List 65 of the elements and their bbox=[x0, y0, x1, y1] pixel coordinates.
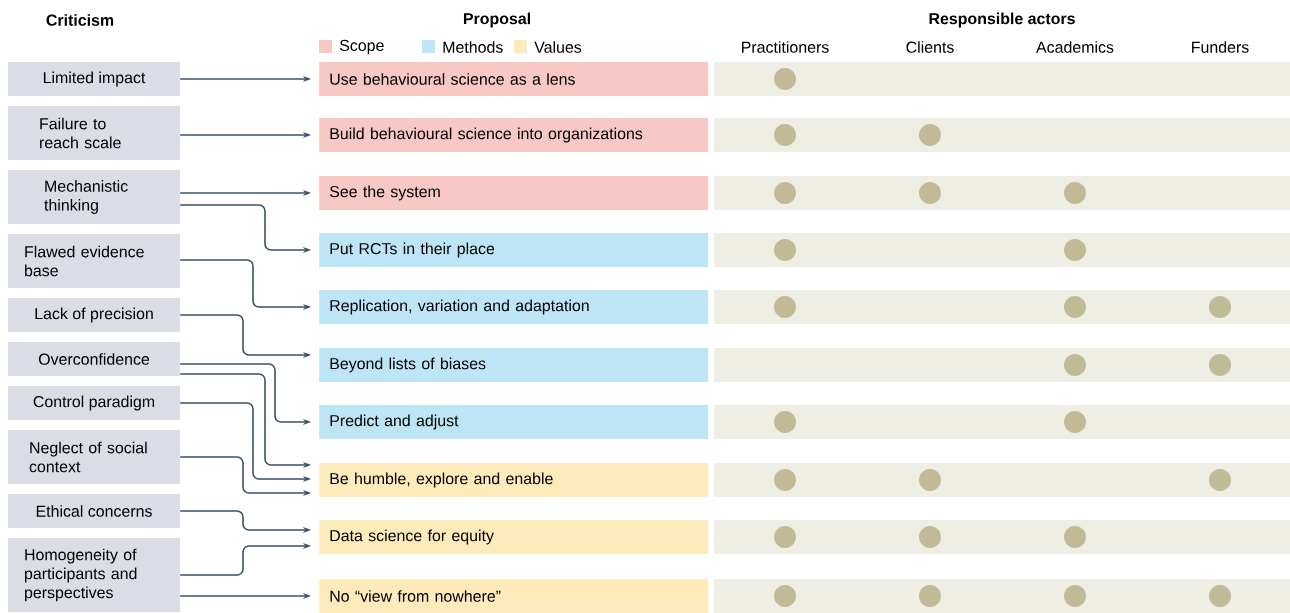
dot bbox=[919, 585, 941, 607]
actor-band bbox=[714, 579, 1290, 613]
actor-name: Academics bbox=[1036, 41, 1114, 53]
criticism-box: Flawed evidence base bbox=[8, 234, 180, 288]
dot bbox=[1209, 354, 1231, 376]
legend-label: Scope bbox=[339, 39, 384, 55]
actor-band bbox=[714, 118, 1290, 152]
proposal-box: Be humble, explore and enable bbox=[319, 463, 709, 497]
dot bbox=[774, 526, 796, 548]
dot bbox=[1064, 526, 1086, 548]
dot bbox=[1064, 354, 1086, 376]
proposal-box: Replication, variation and adaptation bbox=[319, 290, 709, 324]
dot bbox=[774, 68, 796, 90]
column-heading: Proposal bbox=[463, 12, 530, 28]
dot bbox=[774, 469, 796, 491]
criticism-box: Overconfidence bbox=[8, 342, 180, 376]
dot bbox=[774, 411, 796, 433]
dot bbox=[1064, 182, 1086, 204]
dot bbox=[1209, 296, 1231, 318]
criticism-box: Failure to reach scale bbox=[8, 106, 180, 160]
dot bbox=[1064, 239, 1086, 261]
proposal-box: Use behavioural science as a lens bbox=[319, 62, 709, 96]
column-heading: Criticism bbox=[46, 14, 114, 26]
actor-band bbox=[714, 176, 1290, 210]
legend-label: Methods bbox=[443, 41, 503, 53]
dot bbox=[1209, 469, 1231, 491]
legend-label: Values bbox=[534, 41, 582, 53]
proposal-box: No “view from nowhere” bbox=[319, 579, 709, 613]
criticism-box: Homogeneity of participants and perspectives bbox=[8, 538, 180, 612]
actor-band bbox=[714, 62, 1290, 96]
actor-band bbox=[714, 520, 1290, 554]
column-heading: Responsible actors bbox=[929, 12, 1075, 28]
dot bbox=[919, 469, 941, 491]
criticism-box: Mechanistic thinking bbox=[8, 170, 180, 224]
criticism-box: Lack of precision bbox=[8, 298, 180, 332]
proposal-box: Data science for equity bbox=[319, 520, 709, 554]
criticism-box: Limited impact bbox=[8, 62, 180, 96]
dot bbox=[774, 296, 796, 318]
actor-band bbox=[714, 348, 1290, 382]
dot bbox=[1064, 585, 1086, 607]
criticism-box: Neglect of social context bbox=[8, 430, 180, 484]
dot bbox=[774, 239, 796, 261]
actor-name: Practitioners bbox=[742, 41, 829, 53]
dot bbox=[774, 124, 796, 146]
dot bbox=[1209, 585, 1231, 607]
actor-name: Clients bbox=[906, 41, 954, 53]
dot bbox=[919, 182, 941, 204]
actor-name: Funders bbox=[1192, 41, 1249, 53]
proposal-box: Build behavioural science into organizations bbox=[319, 118, 709, 152]
dot bbox=[774, 585, 796, 607]
proposal-box: See the system bbox=[319, 176, 709, 210]
dot bbox=[919, 124, 941, 146]
dot bbox=[774, 182, 796, 204]
actor-band bbox=[714, 405, 1290, 439]
dot bbox=[1064, 296, 1086, 318]
actor-band bbox=[714, 290, 1290, 324]
dot bbox=[919, 526, 941, 548]
criticism-box: Ethical concerns bbox=[8, 494, 180, 528]
actor-band bbox=[714, 463, 1290, 497]
dot bbox=[1064, 411, 1086, 433]
proposal-box: Beyond lists of biases bbox=[319, 348, 709, 382]
actor-band bbox=[714, 233, 1290, 267]
proposal-box: Predict and adjust bbox=[319, 405, 709, 439]
proposal-box: Put RCTs in their place bbox=[319, 233, 709, 267]
criticism-box: Control paradigm bbox=[8, 386, 180, 420]
